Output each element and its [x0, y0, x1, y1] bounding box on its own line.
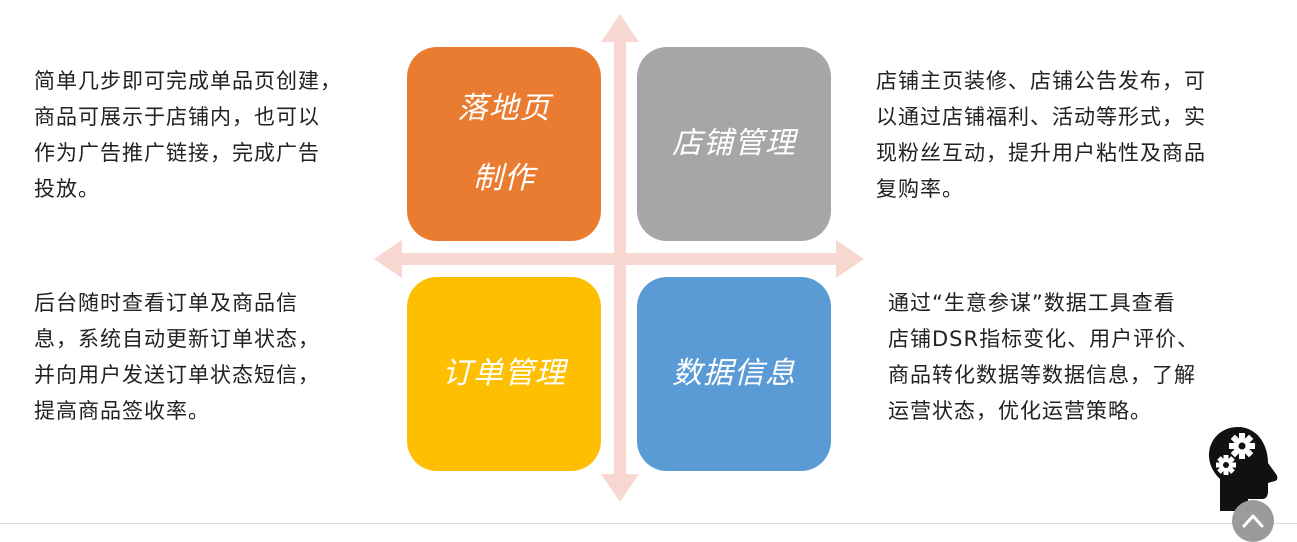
axis-arrow-down — [601, 474, 639, 502]
tile-landing-page: 落地页 制作 — [407, 47, 601, 241]
scroll-to-top-button[interactable] — [1232, 500, 1274, 542]
tile-label-line: 订单管理 — [442, 356, 566, 391]
description-line: 作为广告推广链接，完成广告 — [34, 141, 320, 165]
description-bottom-right: 通过“生意参谋”数据工具查看 店铺DSR指标变化、用户评价、 商品转化数据等数据… — [888, 285, 1199, 429]
axis-arrow-up — [601, 14, 639, 42]
description-line: 现粉丝互动，提升用户粘性及商品 — [876, 141, 1206, 165]
tile-order-management: 订单管理 — [407, 277, 601, 471]
horizontal-axis-bar — [398, 253, 842, 265]
tile-label-line: 落地页 — [457, 91, 551, 126]
tile-label-line: 数据信息 — [672, 356, 796, 391]
head-with-gears-icon — [1208, 427, 1278, 511]
description-line: 商品可展示于店铺内，也可以 — [34, 105, 320, 129]
description-top-left: 简单几步即可完成单品页创建， 商品可展示于店铺内，也可以 作为广告推广链接，完成… — [34, 63, 342, 207]
description-line: 通过“生意参谋”数据工具查看 — [888, 291, 1176, 315]
description-line: 息，系统自动更新订单状态， — [34, 327, 320, 351]
description-line: 复购率。 — [876, 177, 964, 201]
description-line: 投放。 — [34, 177, 100, 201]
description-bottom-left: 后台随时查看订单及商品信 息，系统自动更新订单状态， 并向用户发送订单状态短信，… — [34, 285, 320, 429]
tile-data-information: 数据信息 — [637, 277, 831, 471]
description-top-right: 店铺主页装修、店铺公告发布，可 以通过店铺福利、活动等形式，实 现粉丝互动，提升… — [876, 63, 1206, 207]
description-line: 提高商品签收率。 — [34, 399, 210, 423]
description-line: 并向用户发送订单状态短信， — [34, 363, 320, 387]
bottom-divider — [0, 523, 1297, 524]
description-line: 后台随时查看订单及商品信 — [34, 291, 298, 315]
description-line: 商品转化数据等数据信息，了解 — [888, 363, 1196, 387]
tile-label-line: 店铺管理 — [672, 126, 796, 161]
chevron-up-icon — [1242, 514, 1264, 528]
description-line: 简单几步即可完成单品页创建， — [34, 69, 342, 93]
description-line: 店铺主页装修、店铺公告发布，可 — [876, 69, 1206, 93]
description-line: 店铺DSR指标变化、用户评价、 — [888, 327, 1200, 351]
axis-arrow-right — [836, 240, 864, 278]
description-line: 以通过店铺福利、活动等形式，实 — [876, 105, 1206, 129]
description-line: 运营状态，优化运营策略。 — [888, 399, 1152, 423]
tile-store-management: 店铺管理 — [637, 47, 831, 241]
axis-arrow-left — [374, 240, 402, 278]
tile-label-line: 制作 — [473, 161, 535, 196]
